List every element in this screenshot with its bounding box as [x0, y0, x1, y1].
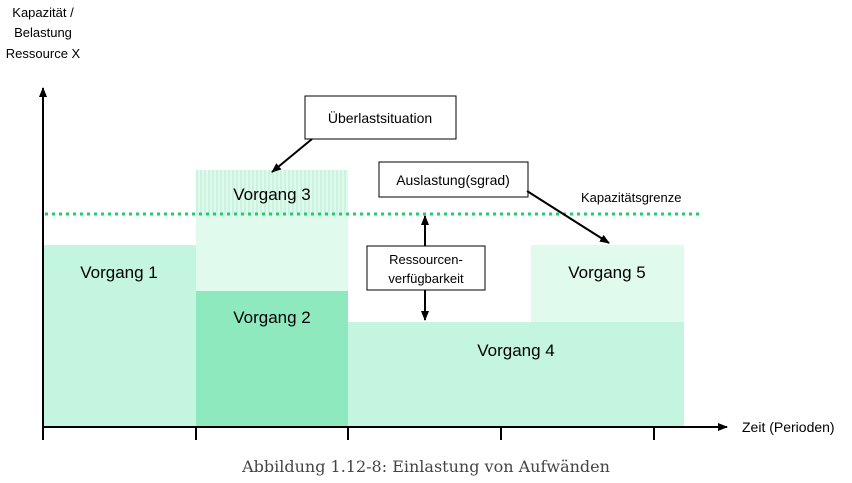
- vorgang4-block: [348, 322, 684, 426]
- figure-caption: Abbildung 1.12-8: Einlastung von Aufwänd…: [241, 457, 610, 476]
- utilization-box: [378, 161, 529, 198]
- vorgang3-overload-area: [196, 170, 348, 215]
- vorgang3-label: Vorgang 3: [233, 185, 311, 204]
- availability-box: [366, 245, 486, 291]
- utilization-label: Auslastung(sgrad): [396, 172, 510, 188]
- overload-arrow: [271, 138, 313, 173]
- availability-label-line1: Ressourcen-: [389, 252, 463, 267]
- vorgang4-label: Vorgang 4: [477, 341, 555, 360]
- vorgang2-label: Vorgang 2: [233, 308, 311, 327]
- vorgang3-block: [196, 215, 348, 291]
- vorgang5-label: Vorgang 5: [568, 263, 646, 282]
- y-axis-label-line1: Kapazität /: [12, 5, 74, 20]
- y-axis-label-line2: Belastung: [14, 25, 72, 40]
- x-axis-label: Zeit (Perioden): [742, 419, 835, 435]
- x-axis-ticks: [42, 427, 655, 440]
- vorgang2-block: [196, 291, 348, 426]
- vorgang1-label: Vorgang 1: [80, 263, 158, 282]
- availability-label-line2: verfügbarkeit: [388, 271, 464, 286]
- y-axis-label-line3: Ressource X: [6, 46, 81, 61]
- capacity-limit-label: Kapazitätsgrenze: [581, 190, 681, 205]
- overload-box: [304, 95, 457, 140]
- overload-label: Überlastsituation: [328, 109, 432, 126]
- vorgang1-block: [43, 245, 196, 426]
- utilization-arrow: [526, 190, 610, 244]
- vorgang5-block: [531, 245, 684, 322]
